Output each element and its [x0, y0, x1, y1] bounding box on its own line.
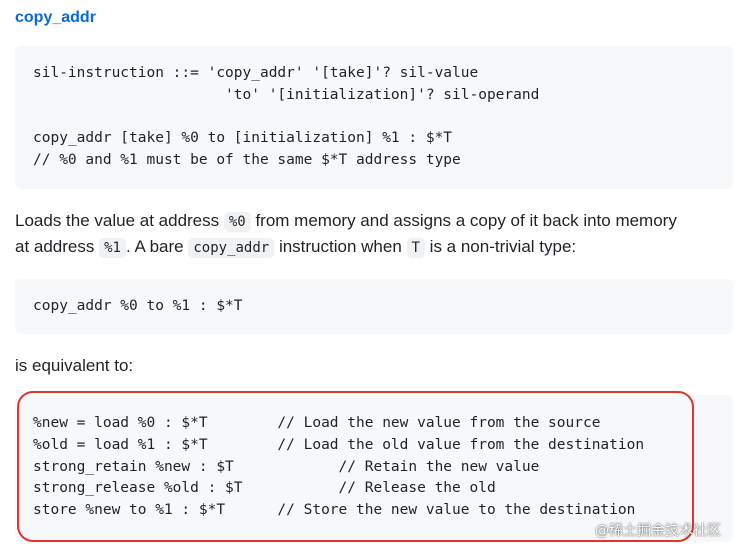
inline-code: T	[406, 238, 425, 258]
description-line-1: Loads the value at address %0 from memor…	[15, 208, 677, 235]
syntax-code-block: sil-instruction ::= 'copy_addr' '[take]'…	[15, 46, 733, 189]
description-text: Loads the value at address	[15, 211, 224, 230]
example-code-block: copy_addr %0 to %1 : $*T	[15, 279, 733, 334]
code-line: 'to' '[initialization]'? sil-operand	[33, 87, 540, 103]
section-heading[interactable]: copy_addr	[15, 9, 96, 26]
inline-code: %0	[223, 212, 251, 232]
description-text: is a non-trivial type:	[424, 237, 577, 256]
description-text: . A bare	[125, 237, 189, 256]
description-line-2: at address %1. A bare copy_addr instruct…	[15, 234, 576, 261]
code-line: %old = load %1 : $*T // Load the old val…	[33, 437, 645, 453]
code-line: // %0 and %1 must be of the same $*T add…	[33, 152, 461, 168]
highlight-annotation-box	[17, 391, 694, 542]
watermark: @稀土掘金技术社区	[595, 523, 721, 539]
code-line: copy_addr %0 to %1 : $*T	[33, 298, 243, 314]
code-line: strong_retain %new : $T // Retain the ne…	[33, 459, 540, 475]
description-text: instruction when	[274, 237, 407, 256]
equivalent-text: is equivalent to:	[15, 356, 134, 375]
code-line: copy_addr [take] %0 to [initialization] …	[33, 130, 453, 146]
inline-code: %1	[99, 238, 126, 258]
code-line: sil-instruction ::= 'copy_addr' '[take]'…	[33, 65, 479, 81]
description-text: at address	[15, 237, 100, 256]
equivalent-code-block: %new = load %0 : $*T // Load the new val…	[15, 395, 733, 542]
code-line: store %new to %1 : $*T // Store the new …	[33, 502, 636, 518]
code-line: strong_release %old : $T // Release the …	[33, 480, 496, 496]
code-line: %new = load %0 : $*T // Load the new val…	[33, 415, 601, 431]
inline-code: copy_addr	[188, 238, 275, 258]
description-text: from memory and assigns a copy of it bac…	[250, 211, 677, 230]
